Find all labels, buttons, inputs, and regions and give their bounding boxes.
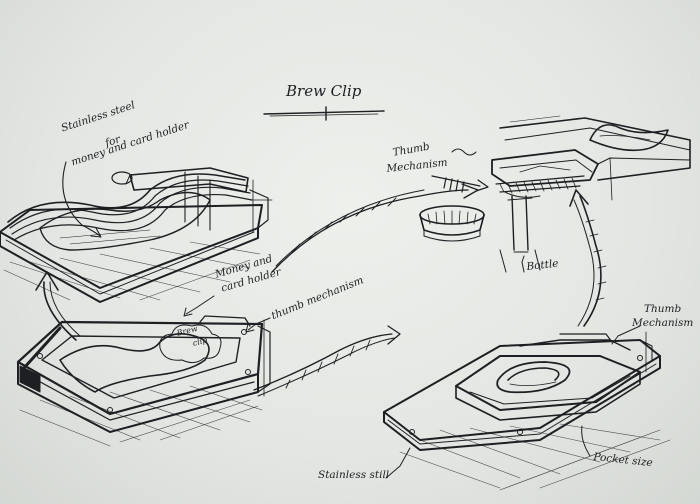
arrow-arc-middle [271,183,479,273]
leader-money [183,295,215,317]
arrow-middle-bottom [253,325,401,397]
scribble [451,148,477,156]
leader-steel [385,447,411,479]
bottle-opener-detail [491,115,691,273]
title-underline [263,106,385,121]
label-thumb-right-2: Mechanism [632,317,694,329]
wallet-sketch [0,167,273,303]
leader-thumb-mid [245,317,271,333]
arrow-right-cycle [569,189,607,327]
open-wallet-sketch [16,315,271,447]
arrow-thumb-top [431,175,489,193]
label-thumb-right-1: Thumb [644,303,682,315]
leader-material [62,161,101,237]
pocket-device-sketch [383,331,671,491]
bottle-cap [419,205,485,242]
page-title: Brew Clip [286,82,362,100]
leader-thumb-right [611,325,641,345]
leader-pocket [581,425,591,457]
label-stainless-still: Stainless still [318,469,390,481]
arrow-left-cycle [35,271,81,341]
leader-bottle [521,255,525,273]
